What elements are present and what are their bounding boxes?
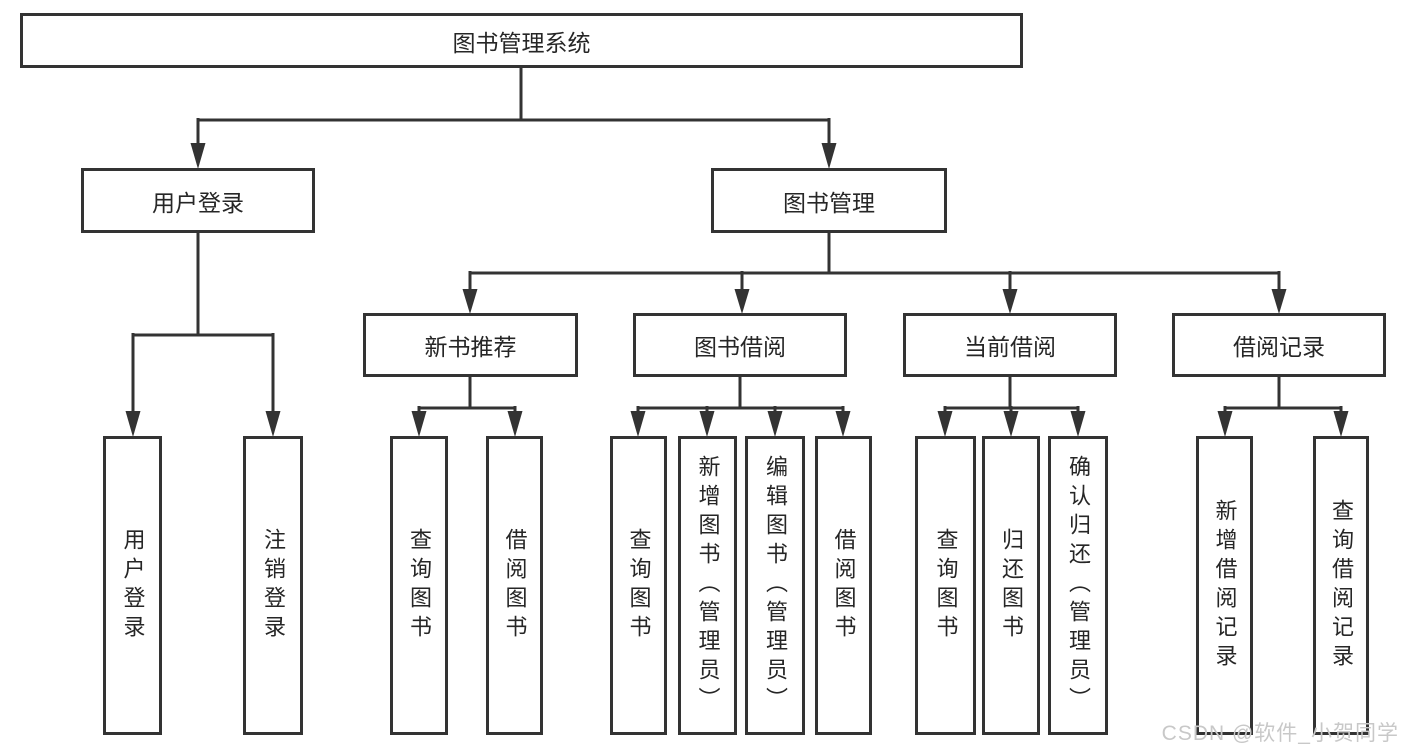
arrow-icon <box>462 289 478 314</box>
leaf-add-books-admin-label: 新增图书（管理员） <box>695 455 721 716</box>
arrow-icon <box>734 289 750 314</box>
leaf-borrow-query-books: 查询图书 <box>610 436 667 735</box>
leaf-add-books-admin: 新增图书（管理员） <box>678 436 737 735</box>
leaf-return-books-label: 归还图书 <box>999 527 1024 644</box>
arrow-icon <box>835 411 851 437</box>
node-user-login: 用户登录 <box>81 168 315 233</box>
leaf-newbook-borrow-books: 借阅图书 <box>486 436 543 735</box>
node-user-login-label: 用户登录 <box>152 189 244 216</box>
connector-book-management-to-level3 <box>468 231 1281 292</box>
leaf-current-query-books-label: 查询图书 <box>933 527 959 644</box>
leaf-user-login-label: 用户登录 <box>120 527 146 644</box>
connector-new-book-to-leaves <box>417 375 517 413</box>
leaf-query-borrow-record-label: 查询借阅记录 <box>1329 498 1354 673</box>
arrow-icon <box>507 411 523 437</box>
connector-book-borrow-to-leaves <box>636 375 845 413</box>
leaf-borrow-borrow-books-label: 借阅图书 <box>831 527 857 644</box>
arrow-icon <box>937 411 953 437</box>
arrow-icon <box>1002 289 1018 314</box>
leaf-confirm-return-admin: 确认归还（管理员） <box>1048 436 1108 735</box>
arrow-icon <box>1217 411 1233 437</box>
leaf-add-borrow-record: 新增借阅记录 <box>1196 436 1253 735</box>
leaf-newbook-query-books-label: 查询图书 <box>407 527 432 644</box>
connector-current-borrow-to-leaves <box>943 375 1080 413</box>
node-new-book-recommend: 新书推荐 <box>363 313 578 377</box>
arrow-icon <box>767 411 783 437</box>
arrow-icon <box>1003 411 1019 437</box>
leaf-logout: 注销登录 <box>243 436 303 735</box>
connector-borrow-record-to-leaves <box>1223 375 1343 413</box>
leaf-user-login: 用户登录 <box>103 436 162 735</box>
arrow-icon <box>1070 411 1086 437</box>
node-book-borrow: 图书借阅 <box>633 313 847 377</box>
arrow-icon <box>125 411 141 437</box>
node-current-borrow: 当前借阅 <box>903 313 1117 377</box>
leaf-query-borrow-record: 查询借阅记录 <box>1313 436 1369 735</box>
node-book-management-label: 图书管理 <box>783 189 875 216</box>
arrow-icon <box>630 411 646 437</box>
node-root-label: 图书管理系统 <box>452 29 591 56</box>
leaf-add-borrow-record-label: 新增借阅记录 <box>1212 498 1238 673</box>
arrow-icon <box>1271 289 1287 314</box>
node-borrow-record: 借阅记录 <box>1172 313 1386 377</box>
arrow-icon <box>821 143 837 169</box>
node-book-management: 图书管理 <box>711 168 947 233</box>
node-borrow-record-label: 借阅记录 <box>1233 334 1325 360</box>
leaf-return-books: 归还图书 <box>982 436 1040 735</box>
leaf-newbook-query-books: 查询图书 <box>390 436 448 735</box>
csdn-watermark: CSDN @软件_小贺同学 <box>1161 722 1399 745</box>
connector-root-to-level2 <box>196 66 831 146</box>
node-root: 图书管理系统 <box>20 13 1023 68</box>
leaf-borrow-borrow-books: 借阅图书 <box>815 436 872 735</box>
node-current-borrow-label: 当前借阅 <box>964 334 1056 360</box>
leaf-newbook-borrow-books-label: 借阅图书 <box>502 527 528 644</box>
arrow-icon <box>190 143 206 169</box>
arrow-icon <box>265 411 281 437</box>
leaf-current-query-books: 查询图书 <box>915 436 976 735</box>
arrow-icon <box>411 411 427 437</box>
arrowheads <box>125 143 1349 437</box>
leaf-logout-label: 注销登录 <box>261 527 286 644</box>
leaf-edit-books-admin-label: 编辑图书（管理员） <box>763 455 788 716</box>
leaf-edit-books-admin: 编辑图书（管理员） <box>745 436 805 735</box>
connector-user-login-to-leaves <box>131 231 275 414</box>
arrow-icon <box>1333 411 1349 437</box>
node-new-book-recommend-label: 新书推荐 <box>424 334 517 360</box>
leaf-borrow-query-books-label: 查询图书 <box>626 527 652 644</box>
arrow-icon <box>699 411 715 437</box>
node-book-borrow-label: 图书借阅 <box>694 334 786 360</box>
leaf-confirm-return-admin-label: 确认归还（管理员） <box>1066 455 1091 716</box>
